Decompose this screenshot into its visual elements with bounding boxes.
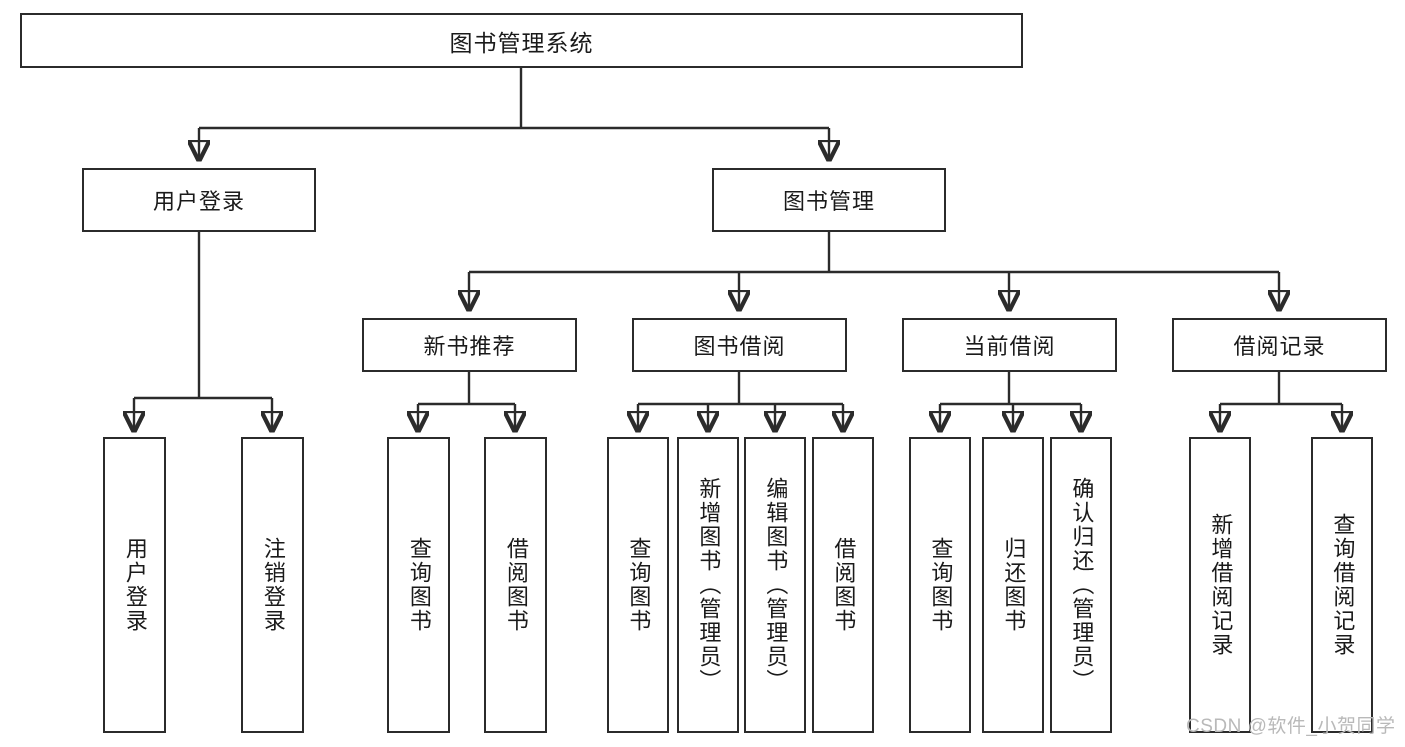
node-user-login[interactable]: 用户登录: [82, 168, 316, 232]
node-leaf-query-book-new[interactable]: 查询图书: [387, 437, 450, 733]
node-leaf-edit-book-label: 编辑图书（管理员）: [763, 477, 789, 693]
node-leaf-user-login-label: 用户登录: [122, 537, 148, 633]
node-leaf-confirm-return[interactable]: 确认归还（管理员）: [1050, 437, 1112, 733]
node-book-borrow[interactable]: 图书借阅: [632, 318, 847, 372]
node-book-management[interactable]: 图书管理: [712, 168, 946, 232]
watermark-text: CSDN @软件_小贺同学: [1186, 716, 1396, 737]
node-leaf-user-login[interactable]: 用户登录: [103, 437, 166, 733]
node-borrow-records-label: 借阅记录: [1233, 334, 1326, 359]
node-leaf-borrow-book-label: 借阅图书: [831, 537, 857, 633]
node-leaf-query-book-current[interactable]: 查询图书: [909, 437, 971, 733]
node-leaf-query-record-label: 查询借阅记录: [1330, 513, 1356, 657]
node-root-label: 图书管理系统: [449, 29, 594, 56]
node-book-management-label: 图书管理: [782, 189, 875, 214]
node-book-borrow-label: 图书借阅: [693, 334, 786, 359]
node-current-borrow[interactable]: 当前借阅: [902, 318, 1117, 372]
node-leaf-borrow-book-new-label: 借阅图书: [503, 537, 529, 633]
node-leaf-query-book-borrow[interactable]: 查询图书: [607, 437, 669, 733]
node-leaf-confirm-return-label: 确认归还（管理员）: [1069, 477, 1095, 693]
node-leaf-logout-label: 注销登录: [260, 537, 286, 633]
node-leaf-return-book-label: 归还图书: [1001, 537, 1027, 633]
node-leaf-borrow-book-new[interactable]: 借阅图书: [484, 437, 547, 733]
node-leaf-borrow-book[interactable]: 借阅图书: [812, 437, 874, 733]
node-leaf-query-book-borrow-label: 查询图书: [626, 537, 652, 633]
node-leaf-query-record[interactable]: 查询借阅记录: [1311, 437, 1373, 733]
node-root[interactable]: 图书管理系统: [20, 13, 1023, 68]
node-leaf-query-book-new-label: 查询图书: [406, 537, 432, 633]
node-leaf-logout[interactable]: 注销登录: [241, 437, 304, 733]
node-leaf-return-book[interactable]: 归还图书: [982, 437, 1044, 733]
node-leaf-add-record-label: 新增借阅记录: [1208, 513, 1234, 657]
node-leaf-add-book[interactable]: 新增图书（管理员）: [677, 437, 739, 733]
node-leaf-query-book-current-label: 查询图书: [928, 537, 954, 633]
node-leaf-edit-book[interactable]: 编辑图书（管理员）: [744, 437, 806, 733]
node-borrow-records[interactable]: 借阅记录: [1172, 318, 1387, 372]
node-new-book-recommend-label: 新书推荐: [423, 334, 516, 359]
node-leaf-add-book-label: 新增图书（管理员）: [696, 477, 722, 693]
node-user-login-label: 用户登录: [152, 189, 245, 214]
node-new-book-recommend[interactable]: 新书推荐: [362, 318, 577, 372]
node-leaf-add-record[interactable]: 新增借阅记录: [1189, 437, 1251, 733]
node-current-borrow-label: 当前借阅: [963, 334, 1056, 359]
